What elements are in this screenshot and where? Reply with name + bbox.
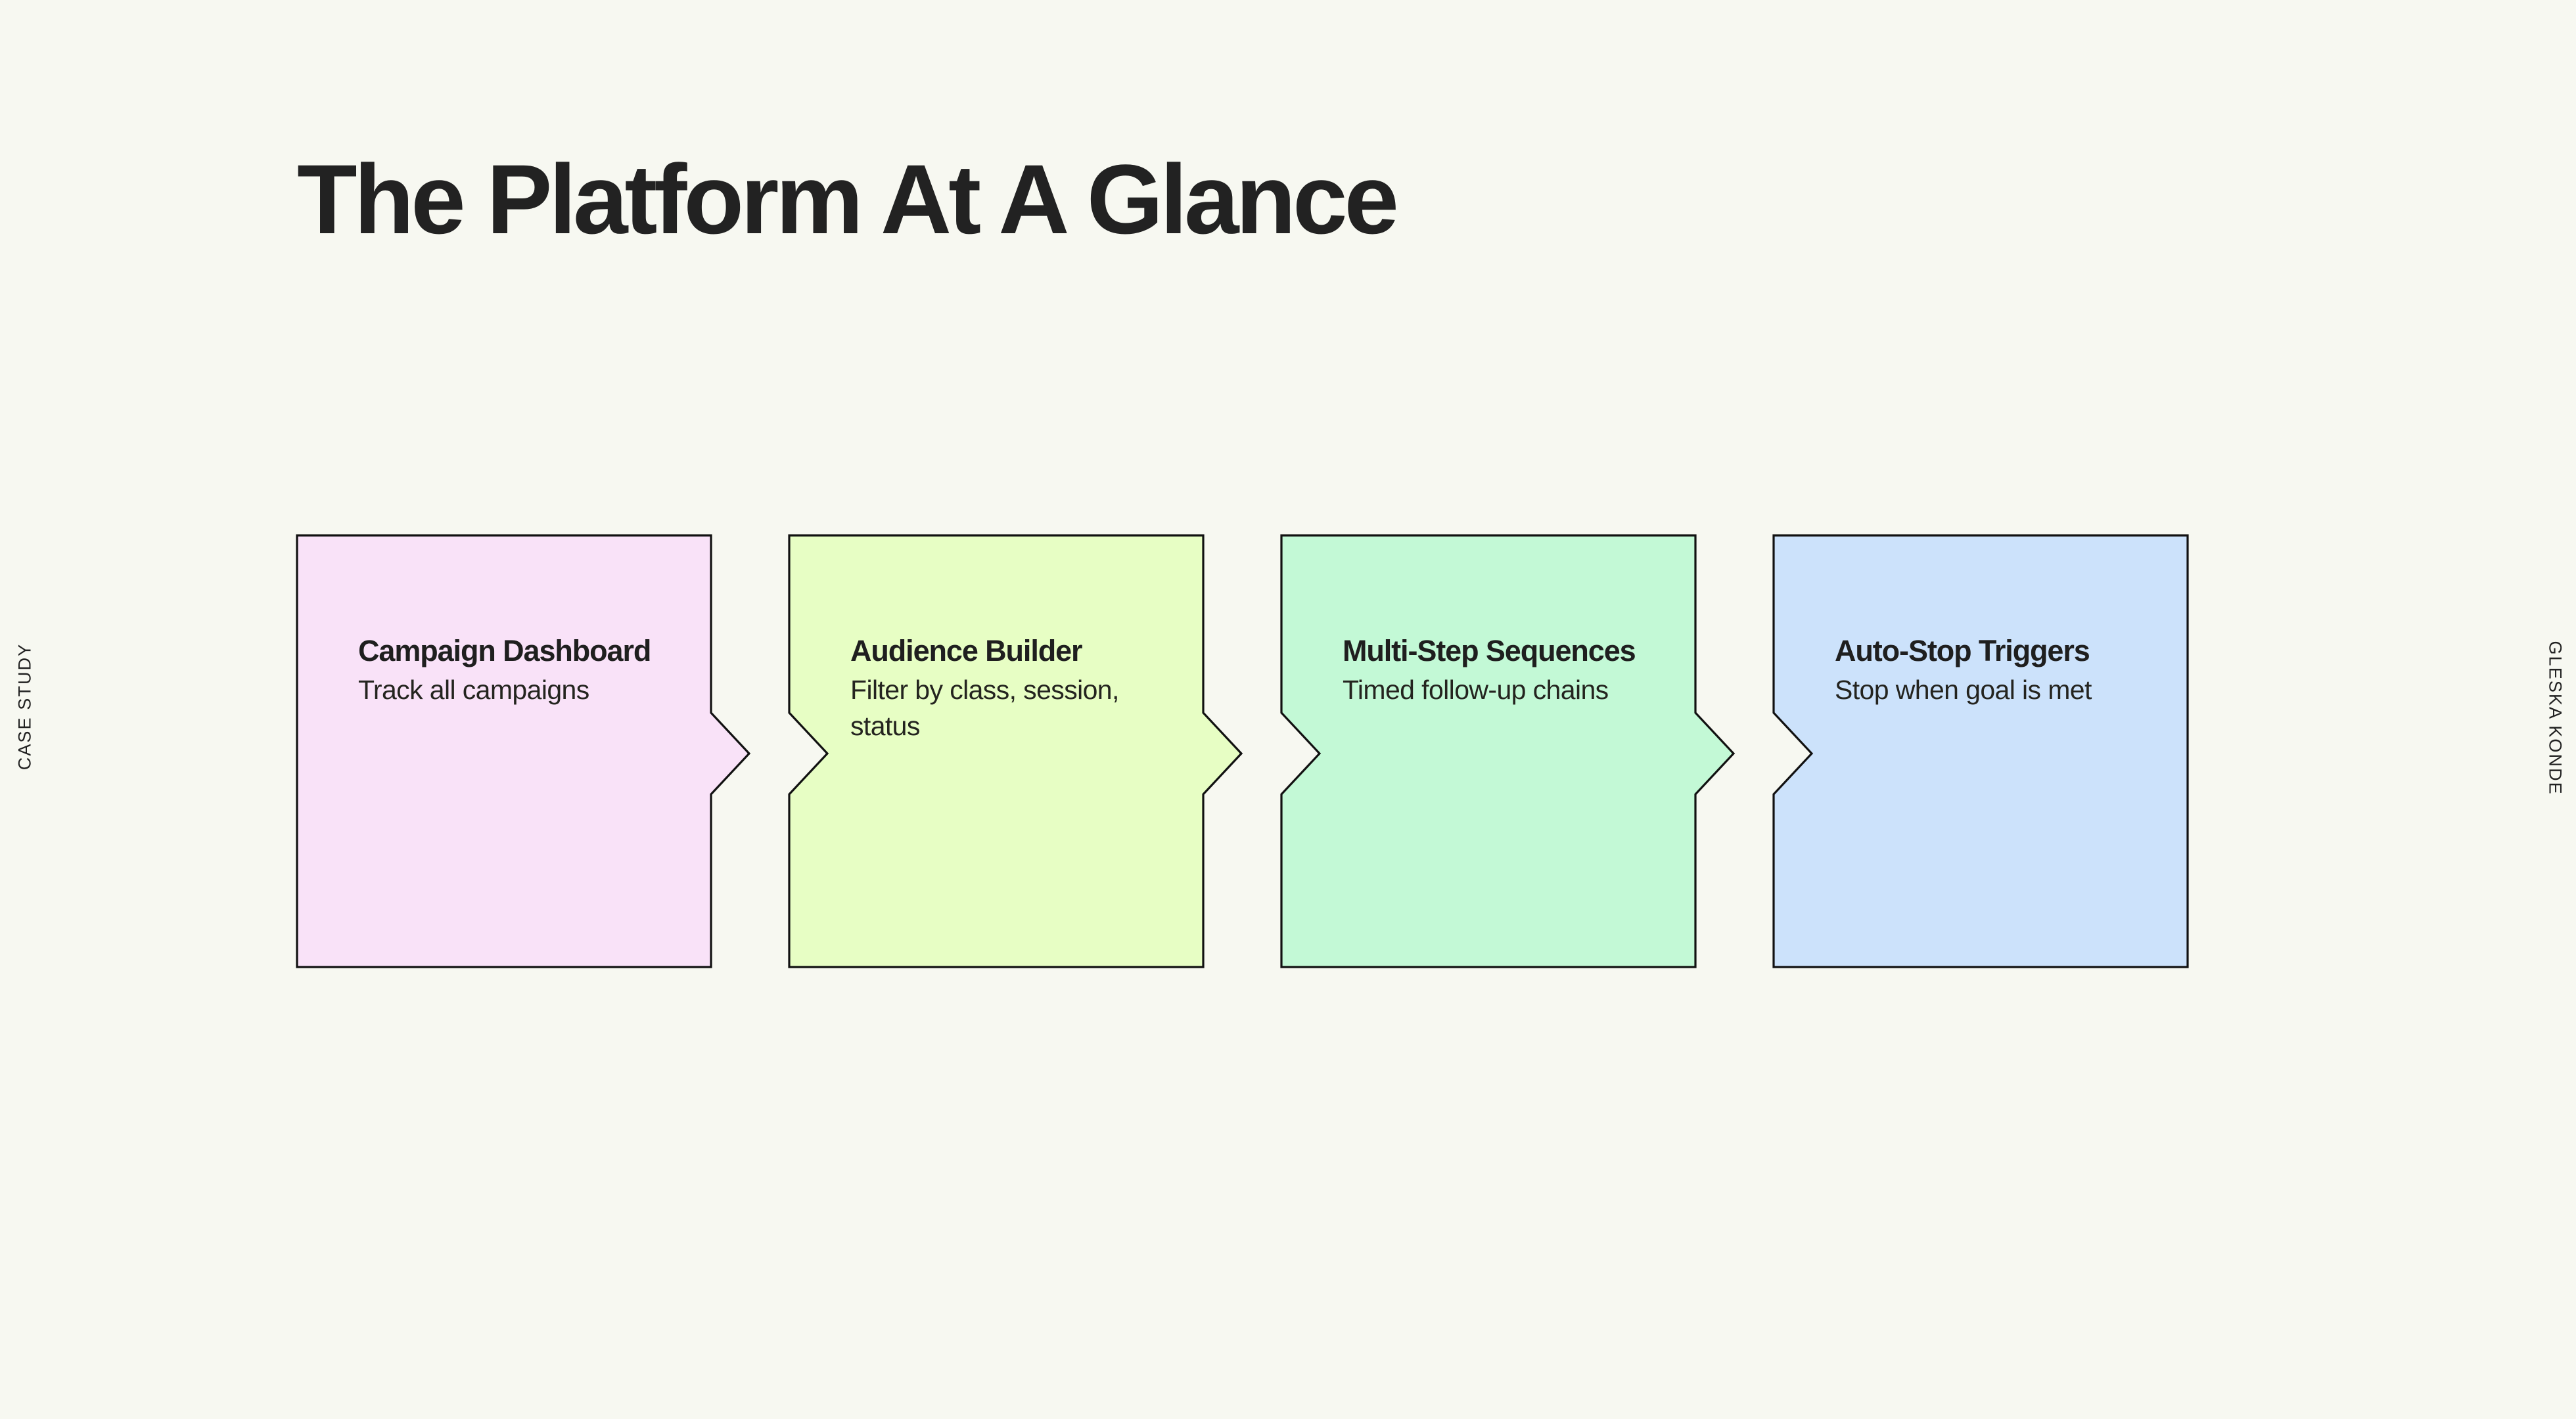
chevron-card-1-description: Track all campaigns [358,675,589,706]
chevron-card-2-heading: Audience Builder [850,634,1083,667]
chevron-card-4-heading: Auto-Stop Triggers [1835,634,2090,667]
right-vertical-label: GLESKA KONDE [2545,641,2565,796]
left-vertical-label: CASE STUDY [14,642,35,771]
chevron-card-1-heading: Campaign Dashboard [358,634,651,667]
page-title: The Platform At A Glance [297,144,1399,254]
chevron-card-3[interactable] [1280,534,1736,968]
chevron-card-1[interactable] [296,534,751,968]
chevron-card-3-description: Timed follow-up chains [1343,675,1609,706]
chevron-card-3-heading: Multi-Step Sequences [1343,634,1636,667]
chevron-card-4[interactable] [1772,534,2189,968]
chevron-card-4-description: Stop when goal is met [1835,675,2092,706]
chevron-card-2-description: Filter by class, session, status [850,675,1119,741]
chevron-card-2[interactable] [788,534,1243,968]
